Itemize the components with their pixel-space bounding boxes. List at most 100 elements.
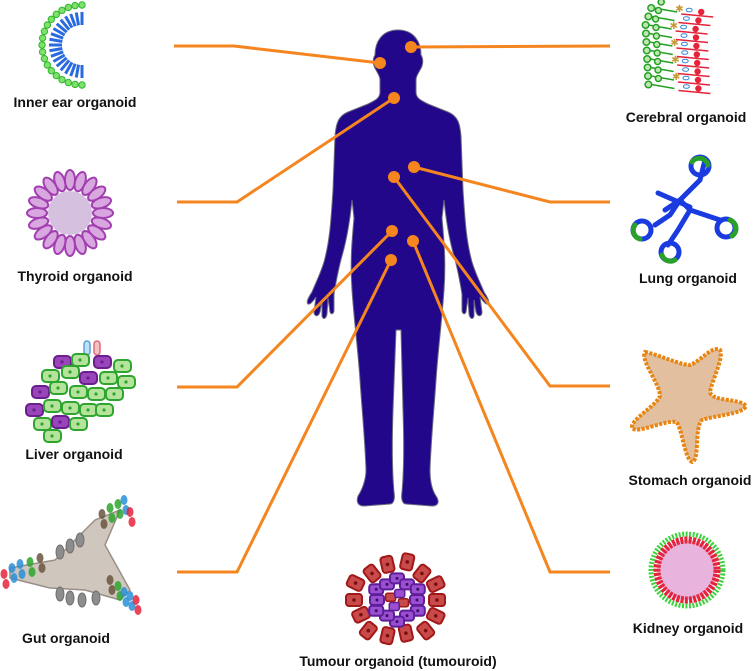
cerebral-blue-cell xyxy=(682,67,690,72)
tumour-nucleus xyxy=(366,628,371,633)
cerebral-green-neuron xyxy=(653,40,661,49)
cerebral-blue-cell xyxy=(682,75,690,81)
cerebral-red-neuron xyxy=(694,76,702,84)
tumour-nucleus xyxy=(435,598,439,602)
cerebral-green-neuron xyxy=(641,29,651,38)
tumour-nucleus xyxy=(420,571,424,576)
liver-cell-nucleus xyxy=(50,434,54,438)
cerebral-axon xyxy=(650,58,674,64)
gut-cell xyxy=(18,569,26,579)
connector-gut xyxy=(177,259,393,574)
gut-cell xyxy=(8,563,16,573)
thyroid-organoid-icon xyxy=(26,169,114,257)
tumour-nucleus xyxy=(405,582,409,586)
ear-hair-cell xyxy=(59,59,71,72)
gut-goblet-cell xyxy=(65,590,75,606)
cerebral-red-axon xyxy=(681,13,714,18)
tumour-nucleus xyxy=(352,598,356,602)
gut-cell xyxy=(108,513,116,523)
gut-cell xyxy=(108,585,116,595)
ear-hair-cell xyxy=(59,18,71,31)
tumour-nucleus xyxy=(385,633,390,638)
organ-dot-ear xyxy=(374,57,386,69)
ear-hair-cell xyxy=(55,22,68,34)
organ-dot-brain xyxy=(405,41,417,53)
cerebral-green-neuron xyxy=(644,80,653,89)
cerebral-glia: ✱ xyxy=(670,21,678,32)
gut-cell xyxy=(114,499,122,509)
thyroid-lumen xyxy=(48,191,92,235)
gut-cell xyxy=(126,591,134,601)
liver-organoid-icon xyxy=(25,340,136,443)
organ-dot-thyroid xyxy=(388,92,400,104)
cerebral-red-neuron xyxy=(695,85,702,92)
tumour-nucleus xyxy=(395,576,399,580)
cerebral-blue-cell xyxy=(685,7,693,13)
ear-outer-cell xyxy=(78,81,86,89)
liver-cell-nucleus xyxy=(78,358,82,362)
cerebral-green-neuron xyxy=(654,66,662,74)
ear-outer-cell xyxy=(52,10,60,19)
gut-goblet-cell xyxy=(75,532,85,548)
cerebral-blue-cell xyxy=(681,50,689,55)
liver-cell-nucleus xyxy=(32,408,36,412)
cerebral-blue-cell xyxy=(680,41,688,47)
ear-hair-cell xyxy=(74,64,81,78)
cerebral-blue-cell xyxy=(682,84,690,89)
liver-cell-nucleus xyxy=(50,404,54,408)
connector-dots xyxy=(374,41,420,266)
gut-cell xyxy=(36,553,44,563)
liver-cell-nucleus xyxy=(58,420,62,424)
cerebral-red-axon xyxy=(675,30,708,35)
connector-thyroid xyxy=(177,96,395,204)
cerebral-red-neuron xyxy=(693,42,700,50)
ear-outer-cell xyxy=(38,34,47,42)
connector-inner-ear xyxy=(174,44,381,65)
gut-cell xyxy=(0,569,8,579)
gut-goblet-cell xyxy=(77,592,87,608)
tumour-nucleus xyxy=(404,631,408,635)
ear-hair-cell xyxy=(69,63,77,77)
ear-hair-cell xyxy=(74,12,81,26)
thyroid-cell xyxy=(92,207,114,219)
ear-outer-cell xyxy=(47,67,56,75)
tumour-nucleus xyxy=(370,571,374,576)
cerebral-green-neuron xyxy=(654,6,663,15)
connector-lung xyxy=(413,165,610,204)
gut-goblet-cell xyxy=(55,544,65,560)
liver-cell-nucleus xyxy=(106,376,110,380)
thyroid-organoid-label: Thyroid organoid xyxy=(17,268,133,284)
liver-cell-nucleus xyxy=(40,422,44,426)
gut-cell xyxy=(38,563,46,573)
ear-outer-cell xyxy=(38,48,47,56)
ear-outer-cell xyxy=(40,54,49,63)
gut-cell xyxy=(2,579,10,589)
liver-organoid-label: Liver organoid xyxy=(25,446,123,462)
liver-cell-nucleus xyxy=(86,408,90,412)
gut-cell xyxy=(100,519,108,529)
cerebral-red-neuron xyxy=(692,34,700,41)
gut-cell xyxy=(106,503,114,513)
liver-cell-nucleus xyxy=(102,408,106,412)
liver-cell-nucleus xyxy=(124,380,128,384)
cerebral-green-neuron xyxy=(657,0,665,6)
connector-kidney xyxy=(411,240,610,574)
cerebral-axon xyxy=(650,75,675,81)
gut-cell xyxy=(134,605,142,615)
ear-hair-cell xyxy=(64,15,74,29)
thyroid-cell xyxy=(64,169,76,191)
cerebral-axon xyxy=(650,66,674,73)
gut-cell xyxy=(114,581,122,591)
gut-cell xyxy=(28,567,36,577)
cerebral-blue-cell xyxy=(682,16,690,21)
kidney-organoid-label: Kidney organoid xyxy=(632,620,744,636)
connector-liver xyxy=(177,229,394,389)
cerebral-axon xyxy=(648,32,673,39)
gut-goblet-cell xyxy=(91,590,101,606)
gut-cell xyxy=(132,595,140,605)
liver-cell-nucleus xyxy=(100,360,104,364)
cerebral-red-neuron xyxy=(694,59,701,67)
organ-dot-kidney xyxy=(407,235,419,247)
gut-organoid-label: Gut organoid xyxy=(22,630,110,646)
